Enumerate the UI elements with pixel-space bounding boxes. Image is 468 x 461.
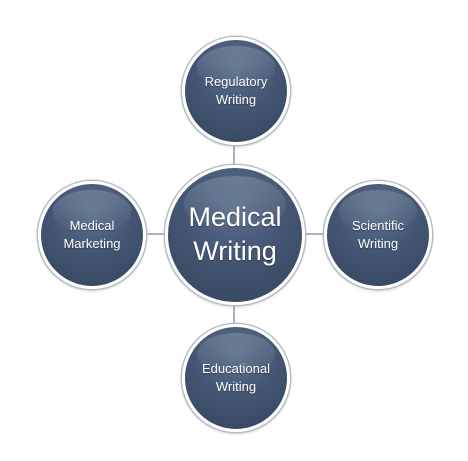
node-scientific-writing: Scientific Writing xyxy=(324,181,432,289)
connector-left xyxy=(146,233,168,235)
center-node-label: Medical Writing xyxy=(188,202,282,266)
node-medical-marketing: Medical Marketing xyxy=(38,181,146,289)
connector-top xyxy=(233,140,235,170)
node-label: Regulatory Writing xyxy=(204,74,268,107)
node-label: Medical Marketing xyxy=(63,218,121,251)
center-node-medical-writing: Medical Writing xyxy=(165,165,305,305)
node-label: Scientific Writing xyxy=(351,218,405,251)
connector-right xyxy=(302,233,324,235)
node-educational-writing: Educational Writing xyxy=(182,324,290,432)
node-regulatory-writing: Regulatory Writing xyxy=(182,37,290,145)
node-label: Educational Writing xyxy=(202,361,270,394)
connector-bottom xyxy=(233,300,235,328)
